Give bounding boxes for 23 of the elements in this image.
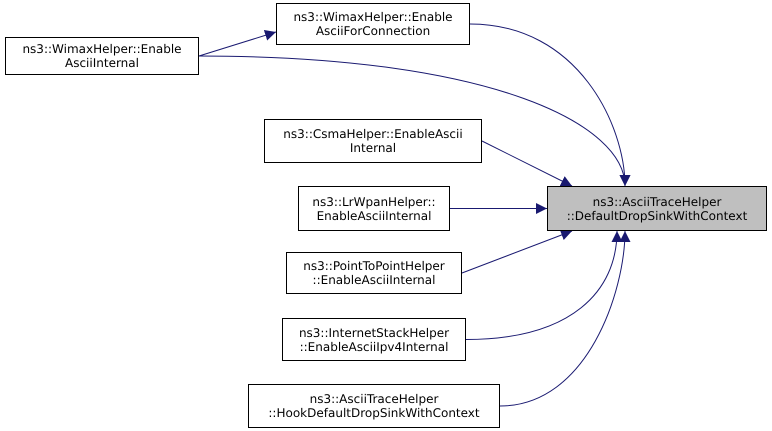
function-name: ns3::LrWpanHelper:: EnableAsciiInternal [311,194,437,222]
function-name: ns3::AsciiTraceHelper ::HookDefaultDropSinkWithContext [267,392,481,420]
function-box [276,3,470,45]
function-box [547,186,767,231]
arrow [482,140,572,186]
arrow [462,230,572,274]
function-name: ns3::WimaxHelper::Enable AsciiInternal [21,42,183,70]
function-name: ns3::AsciiTraceHelper ::DefaultDropSinkWithContext [566,194,748,222]
function-box [248,384,500,428]
arrow [466,230,622,340]
arrow [500,230,630,406]
function-box [264,119,482,163]
arrow [198,56,628,186]
arrow [450,203,548,214]
function-name: ns3::WimaxHelper::Enable AsciiForConnection [292,10,454,38]
function-box [282,318,466,361]
arrow [198,30,276,56]
function-name: ns3::CsmaHelper::EnableAscii Internal [282,127,464,155]
function-name: ns3::InternetStackHelper ::EnableAsciiIpv4Internal [298,326,450,354]
function-box [298,186,450,231]
function-box [5,37,199,75]
function-name: ns3::PointToPointHelper ::EnableAsciiInternal [302,259,446,287]
function-box [286,252,462,294]
